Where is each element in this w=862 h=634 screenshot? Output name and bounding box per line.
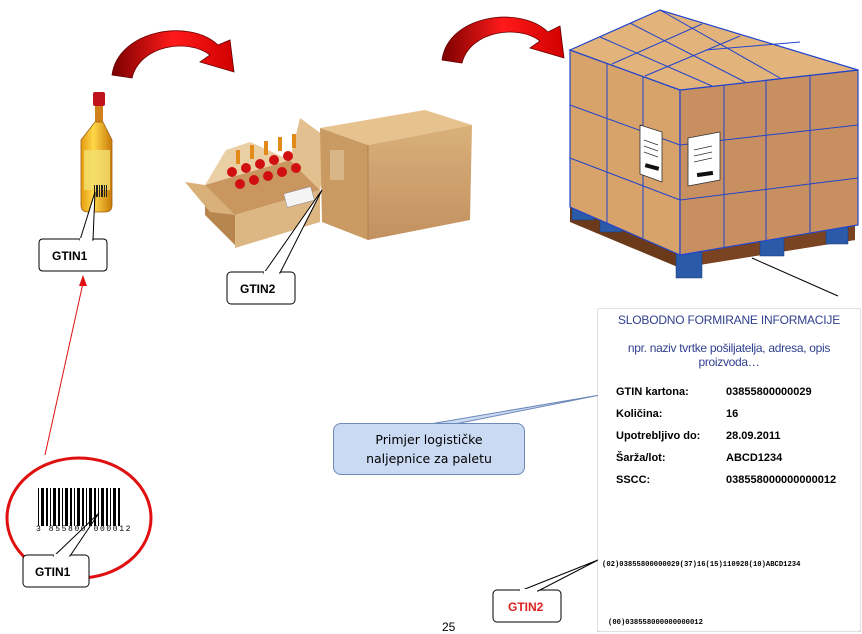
row-lot-label: Šarža/lot:	[616, 452, 666, 464]
row-expiry-value: 28.09.2011	[726, 430, 781, 442]
closed-box-image	[320, 110, 472, 240]
callout-gtin1-bottom	[22, 512, 100, 588]
gtin2-red-label: GTIN2	[508, 600, 544, 614]
callout-gtin2-red	[492, 559, 599, 623]
row-sscc-value: 038558000000000012	[726, 474, 837, 486]
pallet-image	[568, 9, 859, 297]
page-number: 25	[442, 620, 456, 634]
gtin2-box-label: GTIN2	[240, 282, 276, 296]
bottle-barcode-digits: 3 855800 000012	[36, 525, 133, 534]
callout-gtin2-box	[226, 189, 323, 305]
row-quantity-value: 16	[726, 408, 739, 420]
curved-arrow-1	[111, 30, 235, 79]
row-expiry-label: Upotrebljivo do:	[616, 430, 701, 442]
barcode-2-text: (00)038558000000000012	[608, 619, 703, 627]
bottle-image	[80, 92, 113, 213]
note-box: Primjer logističke naljepnice za paletu	[333, 423, 525, 475]
callout-gtin1-top	[38, 191, 108, 272]
note-pointer	[429, 394, 601, 425]
note-line-2: naljepnice za paletu	[366, 451, 492, 466]
curved-arrow-2	[441, 16, 565, 64]
row-gtin-value: 03855800000029	[726, 386, 812, 398]
barcode-1-text: (02)03855800000029(37)16(15)110928(10)AB…	[602, 561, 801, 569]
row-sscc-label: SSCC:	[616, 474, 651, 486]
note-line-1: Primjer logističke	[375, 432, 483, 447]
row-quantity-label: Količina:	[616, 408, 663, 420]
open-case-image	[185, 118, 330, 248]
row-gtin-label: GTIN kartona:	[616, 386, 689, 398]
bottle-barcode	[38, 488, 120, 526]
label-header-2: npr. naziv tvrtke pošiljatelja, adresa, …	[627, 341, 831, 369]
gtin1-top-label: GTIN1	[52, 249, 88, 263]
gtin1-bottom-label: GTIN1	[35, 565, 71, 579]
row-lot-value: ABCD1234	[726, 452, 783, 464]
pallet-label: SLOBODNO FORMIRANE INFORMACIJE npr. nazi…	[598, 309, 860, 630]
red-pointer-arrow	[44, 275, 87, 456]
label-header-1: SLOBODNO FORMIRANE INFORMACIJE	[617, 313, 841, 327]
